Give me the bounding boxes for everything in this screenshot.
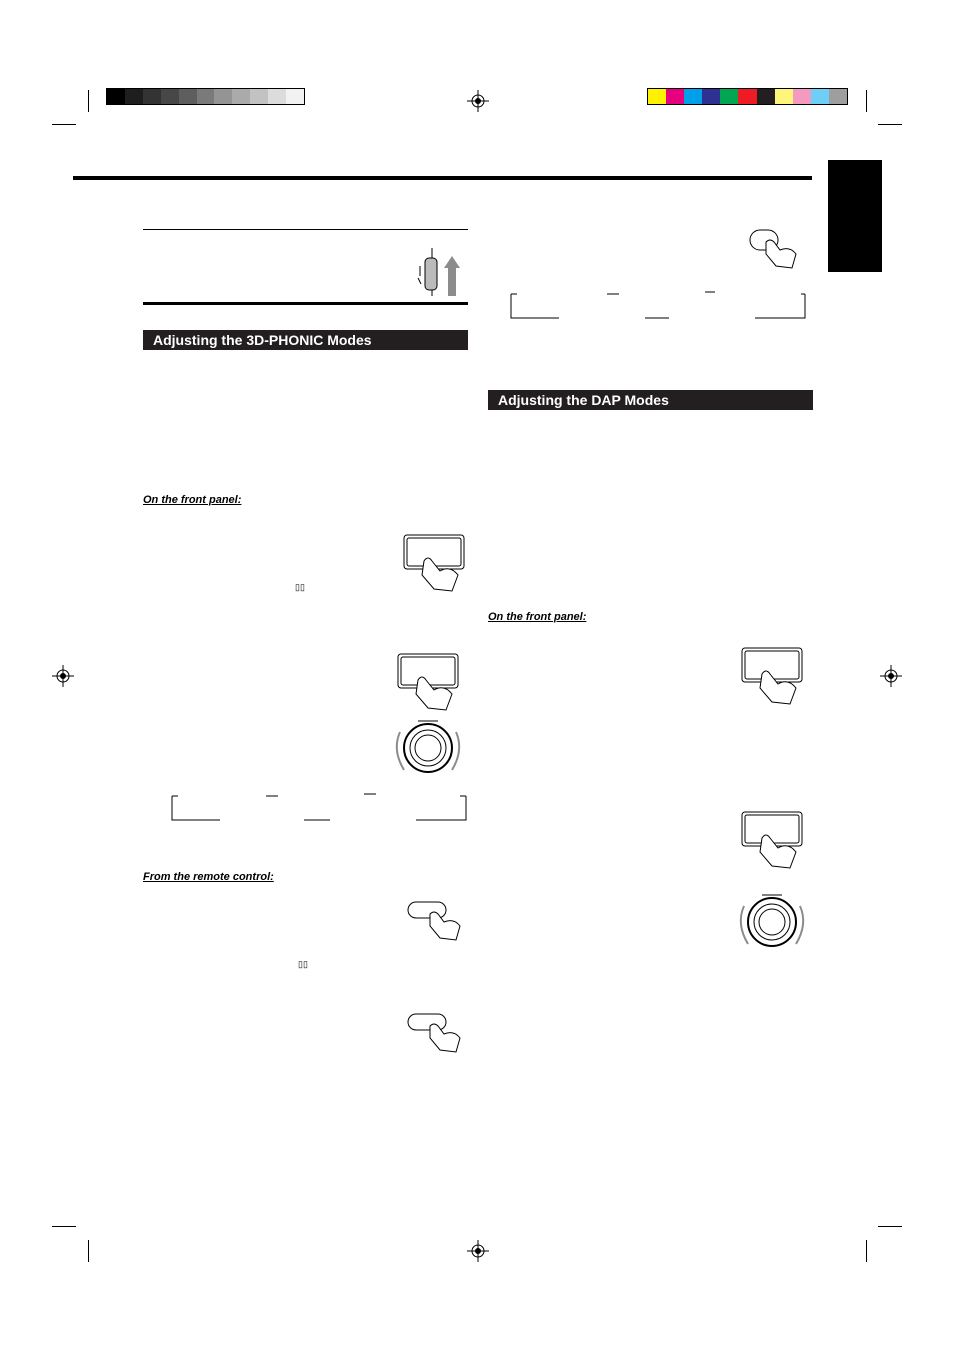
color-swatch xyxy=(160,89,179,104)
color-swatch xyxy=(107,89,125,104)
control-knob-icon xyxy=(739,894,805,947)
color-swatch xyxy=(810,89,829,104)
crop-mark xyxy=(878,1226,902,1227)
mode-cycle-diagram xyxy=(510,291,806,319)
subhead-front-panel: On the front panel: xyxy=(488,611,587,623)
button-press-icon xyxy=(741,647,803,705)
color-swatch xyxy=(232,89,251,104)
section-title-dap: Adjusting the DAP Modes xyxy=(488,390,813,410)
color-swatch xyxy=(828,89,847,104)
crop-mark xyxy=(52,1226,76,1227)
crop-mark xyxy=(878,124,902,125)
crop-mark xyxy=(88,90,89,112)
color-swatch xyxy=(214,89,233,104)
registration-target-icon xyxy=(467,1240,489,1262)
color-swatch xyxy=(720,89,739,104)
button-press-icon xyxy=(741,811,803,869)
button-press-icon xyxy=(397,653,459,711)
color-swatch xyxy=(124,89,143,104)
registration-target-icon xyxy=(52,665,74,687)
language-tab xyxy=(828,160,882,272)
color-swatch xyxy=(142,89,161,104)
box-bottom-rule xyxy=(143,302,468,305)
registration-target-icon xyxy=(880,665,902,687)
dolby-glyph: ▯▯ xyxy=(298,959,308,969)
color-swatch xyxy=(666,89,685,104)
remote-button-press-icon xyxy=(407,1013,461,1053)
crop-mark xyxy=(866,90,867,112)
color-swatch xyxy=(196,89,215,104)
crop-mark xyxy=(866,1240,867,1262)
header-rule xyxy=(73,176,812,180)
box-top-rule xyxy=(143,229,468,230)
remote-button-press-icon xyxy=(749,229,797,269)
color-swatch xyxy=(250,89,269,104)
dolby-glyph: ▯▯ xyxy=(295,582,305,592)
subhead-front-panel: On the front panel: xyxy=(143,494,242,506)
control-knob-icon xyxy=(395,720,461,773)
crop-mark xyxy=(88,1240,89,1262)
switch-up-icon xyxy=(417,248,460,296)
color-swatch xyxy=(268,89,287,104)
color-swatch xyxy=(684,89,703,104)
color-swatch xyxy=(702,89,721,104)
color-swatch xyxy=(756,89,775,104)
color-bar xyxy=(647,88,848,105)
color-swatch xyxy=(178,89,197,104)
crop-mark xyxy=(52,124,76,125)
subhead-remote-control: From the remote control: xyxy=(143,871,274,883)
color-swatch xyxy=(738,89,757,104)
grayscale-bar xyxy=(106,88,305,105)
color-swatch xyxy=(286,89,304,104)
color-swatch xyxy=(792,89,811,104)
remote-button-press-icon xyxy=(407,901,461,941)
section-title-3d-phonic: Adjusting the 3D-PHONIC Modes xyxy=(143,330,468,350)
color-swatch xyxy=(774,89,793,104)
color-swatch xyxy=(648,89,667,104)
button-press-icon xyxy=(403,534,465,592)
mode-cycle-diagram xyxy=(171,793,467,821)
registration-target-icon xyxy=(467,90,489,112)
